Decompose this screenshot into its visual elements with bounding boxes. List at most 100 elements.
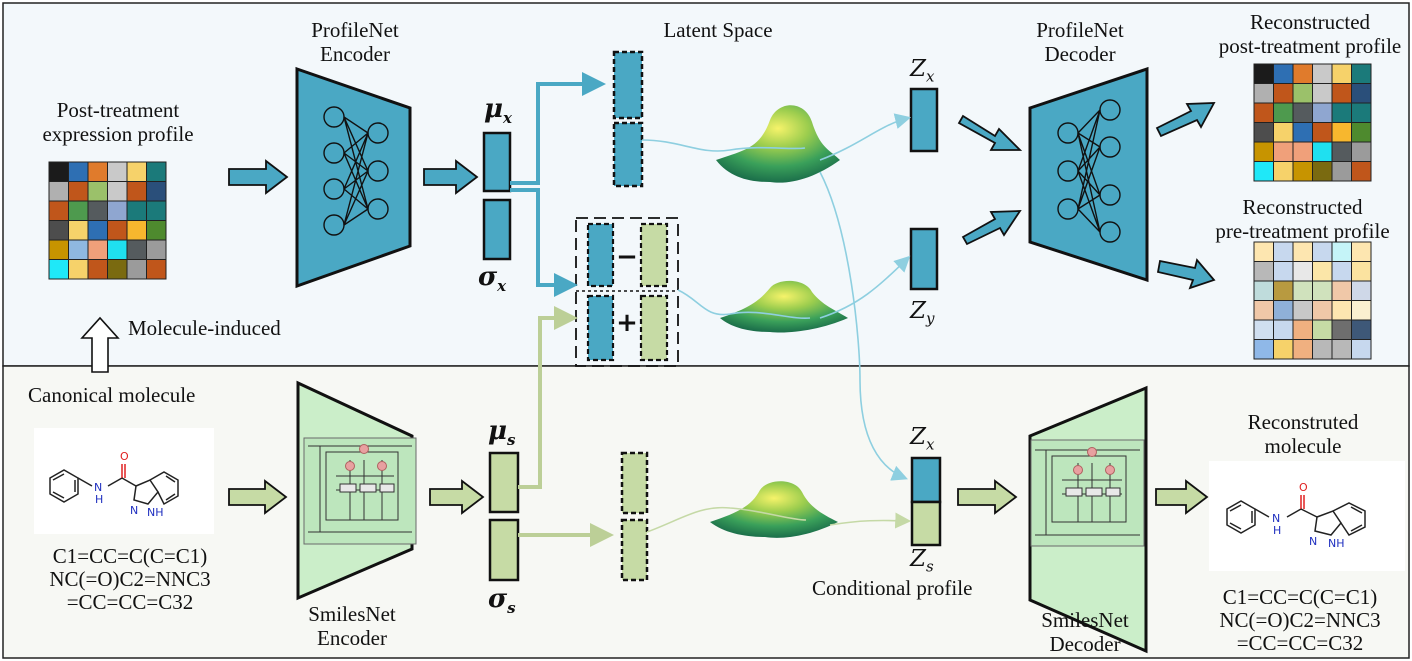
heatmap-cell <box>1331 261 1352 282</box>
heatmap-cell <box>146 161 167 182</box>
heatmap-cell <box>1331 339 1352 360</box>
heatmap-cell <box>107 200 128 221</box>
heatmap-cell <box>87 239 108 260</box>
heatmap-cell <box>48 200 69 221</box>
mu-x-symbol: μ <box>484 94 504 124</box>
heatmap-cell <box>126 259 147 280</box>
heatmap-cell <box>1331 63 1352 84</box>
mol-out-o: O <box>1299 481 1308 494</box>
arrow-decoder-to-pre <box>1156 258 1216 290</box>
heatmap-cell <box>146 239 167 260</box>
heatmap-cell <box>1253 161 1274 182</box>
heatmap-cell <box>1331 319 1352 340</box>
zx-bottom-symbol: Z <box>910 424 926 450</box>
input-smiles-line2: NC(=O)C2=NNC3 <box>49 567 211 591</box>
profilenet-decoder-label: ProfileNet Decoder <box>1015 18 1145 66</box>
gaussian-mound-top <box>716 105 840 183</box>
reconstructed-post-label: Reconstructed post-treatment profile <box>1205 10 1412 58</box>
heatmap-cell <box>1273 300 1294 321</box>
heatmap-cell <box>1253 339 1274 360</box>
heatmap-cell <box>146 220 167 241</box>
mol-in-o: O <box>120 450 129 463</box>
latent-space-label: Latent Space <box>663 18 773 42</box>
arrow-encoder-to-mus <box>429 479 485 515</box>
zx-top-symbol: Z <box>910 56 926 82</box>
zx-top-bar <box>909 87 939 153</box>
mu-x-label: μx <box>484 94 512 127</box>
heatmap-cell <box>1273 83 1294 104</box>
heatmap-cell <box>1312 102 1333 123</box>
heatmap-cell <box>1351 280 1372 301</box>
post-treatment-label-line1: Post-treatment <box>56 98 180 122</box>
mol-in-n-ring: N <box>130 504 138 517</box>
plus-sign: + <box>616 308 638 338</box>
heatmap-cell <box>126 200 147 221</box>
reconstructed-molecule-label: Reconstruted molecule <box>1228 410 1378 458</box>
heatmap-cell <box>87 200 108 221</box>
mol-in-h: H <box>95 493 103 506</box>
mol-in-nh-ring: NH <box>147 506 164 519</box>
mu-s-bar <box>488 451 520 514</box>
conditional-profile-label: Conditional profile <box>812 576 973 600</box>
heatmap-cell <box>126 239 147 260</box>
zx-bottom-subscript: x <box>925 435 935 454</box>
heatmap-cell <box>1253 261 1274 282</box>
heatmap-cell <box>1331 161 1352 182</box>
heatmap-cell <box>1273 141 1294 162</box>
mu-x-subscript: x <box>503 109 512 128</box>
smilesnet-decoder-block <box>1028 385 1148 654</box>
zy-label: Zy <box>910 298 934 328</box>
smilesnet-encoder-label-line1: SmilesNet <box>308 602 396 626</box>
heatmap-cell <box>1273 161 1294 182</box>
heatmap-cell <box>1292 161 1313 182</box>
heatmap-cell <box>1253 122 1274 143</box>
output-smiles: C1=CC=C(C=C1) NC(=O)C2=NNC3 =CC=CC=C32 <box>1200 586 1400 655</box>
profilenet-encoder-label: ProfileNet Encoder <box>290 18 420 66</box>
minus-sign: − <box>616 242 638 272</box>
heatmap-cell <box>1292 141 1313 162</box>
smilesnet-encoder-block <box>296 380 417 601</box>
arrow-z-to-decoder <box>957 479 1018 515</box>
heatmap-cell <box>1292 261 1313 282</box>
reconstructed-molecule-label-line1: Reconstruted <box>1247 410 1359 434</box>
zs-label: Zs <box>910 546 934 576</box>
output-smiles-line2: NC(=O)C2=NNC3 <box>1219 608 1381 632</box>
profilenet-encoder-block <box>295 66 412 289</box>
heatmap-cell <box>1292 300 1313 321</box>
heatmap-cell <box>1292 63 1313 84</box>
heatmap-cell <box>1312 241 1333 262</box>
zx-bottom-label: Zx <box>910 424 934 454</box>
heatmap-cell <box>1312 300 1333 321</box>
heatmap-cell <box>1273 63 1294 84</box>
heatmap-cell <box>1292 241 1313 262</box>
gaussian-mound-bottom <box>710 481 838 538</box>
arrow-input-to-encoder <box>228 159 289 195</box>
heatmap-cell <box>1273 241 1294 262</box>
arrow-mol-to-encoder <box>228 479 288 515</box>
post-treatment-label: Post-treatment expression profile <box>20 98 216 146</box>
heatmap-cell <box>1253 63 1274 84</box>
block-arrows-green <box>228 479 1209 515</box>
heatmap-cell <box>1253 83 1274 104</box>
sigma-s-label: σs <box>488 584 516 617</box>
heatmap-cell <box>1312 63 1333 84</box>
arrow-encoder-to-mu <box>423 159 479 195</box>
reconstructed-pre-label-line1: Reconstructed <box>1242 195 1363 219</box>
heatmap-cell <box>107 259 128 280</box>
heatmap-cell <box>146 200 167 221</box>
arrow-decoder-to-mol <box>1155 479 1209 515</box>
heatmap-cell <box>87 161 108 182</box>
arrow-decoder-to-post <box>1155 102 1216 138</box>
profilenet-encoder-label-line1: ProfileNet <box>311 18 399 42</box>
heatmap-cell <box>1292 339 1313 360</box>
block-arrows-blue <box>228 102 1216 290</box>
reconstructed-post-heatmap <box>1253 63 1372 182</box>
heatmap-cell <box>1312 280 1333 301</box>
encoder-network-icon <box>323 106 389 236</box>
post-treatment-heatmap <box>48 161 167 280</box>
heatmap-cell <box>68 239 89 260</box>
latent-curves <box>641 113 912 533</box>
heatmap-cell <box>48 220 69 241</box>
heatmap-cell <box>1253 319 1274 340</box>
